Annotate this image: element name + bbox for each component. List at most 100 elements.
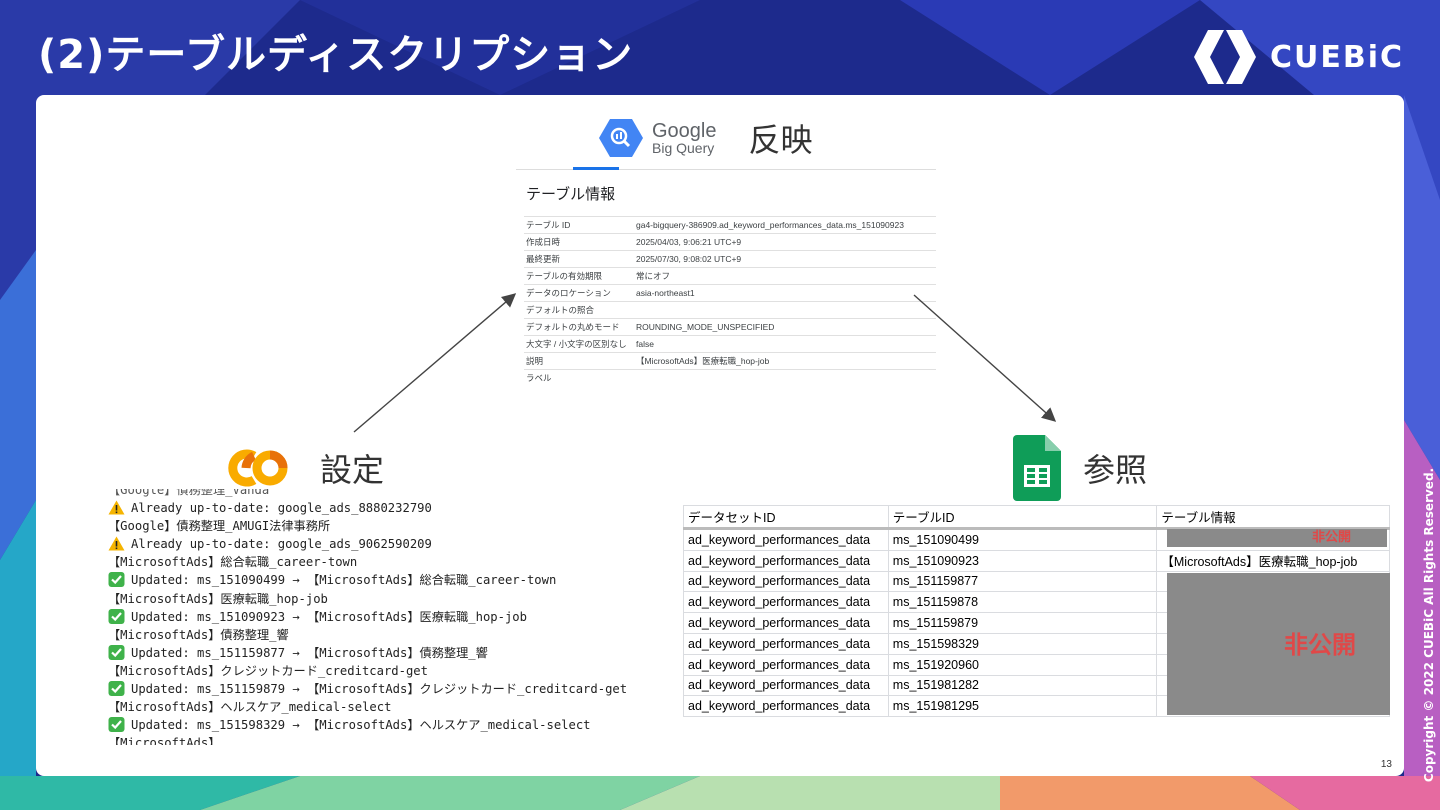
copyright-notice: Copyright © 2022 CUEBiC All Rights Reser… (1421, 468, 1437, 782)
spreadsheet-cell[interactable]: ms_151981295 (887, 695, 1158, 718)
spreadsheet-cell[interactable]: ms_151090499 (887, 528, 1158, 551)
console-line: Updated: ms_151598329 → 【MicrosoftAds】ヘル… (108, 716, 664, 734)
table-info-row: ラベル (524, 369, 936, 386)
table-info-value: 【MicrosoftAds】医療転職_hop-job (634, 352, 936, 370)
console-line: 【MicrosoftAds】 (108, 734, 664, 745)
console-line: 【MicrosoftAds】債務整理_響 (108, 626, 664, 644)
check-icon (108, 644, 125, 660)
table-info-key: テーブル ID (524, 216, 634, 234)
bigquery-active-tab-indicator (573, 167, 619, 170)
table-info-value (634, 301, 936, 319)
spreadsheet-header-cell[interactable]: データセットID (683, 505, 889, 530)
console-line-partial: 【Google】債務整理_Vanda (108, 489, 270, 497)
check-icon (108, 717, 125, 733)
sheets-header: 参照 (1013, 435, 1147, 501)
check-icon (108, 681, 125, 697)
spreadsheet-cell[interactable]: ms_151981282 (887, 674, 1158, 697)
console-line-text: Updated: ms_151598329 → 【MicrosoftAds】ヘル… (131, 718, 591, 733)
spreadsheet-cell[interactable]: ad_keyword_performances_data (683, 674, 889, 697)
spreadsheet-cell[interactable]: ad_keyword_performances_data (683, 612, 889, 634)
table-info-key: 最終更新 (524, 250, 634, 268)
table-info-title: テーブル情報 (526, 186, 616, 203)
spreadsheet-cell[interactable]: ms_151159879 (887, 612, 1158, 634)
cuebic-logo-icon (1193, 30, 1256, 84)
spreadsheet-cell[interactable]: ms_151920960 (887, 653, 1158, 676)
spreadsheet-cell[interactable]: ad_keyword_performances_data (683, 528, 889, 551)
cuebic-logo: CUEBiC (1193, 28, 1404, 86)
console-line: Updated: ms_151090923 → 【MicrosoftAds】医療… (108, 608, 664, 626)
table-info-value (634, 369, 936, 386)
slide-title: (2)テーブルディスクリプション (38, 32, 634, 78)
console-line-text: 【Google】債務整理_AMUGI法律事務所 (108, 519, 331, 534)
spreadsheet-cell[interactable]: ms_151090923 (887, 549, 1158, 572)
console-line: 【MicrosoftAds】総合転職_career-town (108, 553, 664, 571)
check-icon (108, 572, 125, 588)
table-info-row: デフォルトの照合 (524, 301, 936, 319)
console-line: Updated: ms_151159877 → 【MicrosoftAds】債務… (108, 644, 664, 662)
table-info-value: ROUNDING_MODE_UNSPECIFIED (634, 318, 936, 336)
console-line-text: Updated: ms_151090923 → 【MicrosoftAds】医療… (131, 609, 527, 624)
spreadsheet-cell[interactable]: ad_keyword_performances_data (683, 632, 889, 655)
table-info-key: 大文字 / 小文字の区別なし (524, 335, 634, 353)
colab-header: 設定 (224, 445, 384, 491)
spreadsheet-cell[interactable]: ad_keyword_performances_data (683, 695, 889, 718)
console-line-text: Already up-to-date: google_ads_888023279… (131, 501, 432, 516)
console-line-text: 【MicrosoftAds】ヘルスケア_medical-select (108, 700, 392, 715)
table-info-value: 2025/04/03, 9:06:21 UTC+9 (634, 233, 936, 251)
spreadsheet-cell[interactable]: ad_keyword_performances_data (683, 570, 889, 593)
table-info-value: false (634, 335, 936, 353)
warning-icon (108, 536, 125, 551)
spreadsheet-cell[interactable]: ad_keyword_performances_data (683, 591, 889, 614)
console-line: Already up-to-date: google_ads_888023279… (108, 499, 664, 517)
spreadsheet-cell[interactable]: 【MicrosoftAds】医療転職_hop-job (1156, 549, 1390, 572)
console-line-text: Updated: ms_151159879 → 【MicrosoftAds】クレ… (131, 682, 628, 697)
console-line: 【MicrosoftAds】医療転職_hop-job (108, 590, 664, 608)
table-info-key: ラベル (524, 369, 634, 386)
spreadsheet-cell[interactable]: ms_151159877 (887, 570, 1158, 593)
copyright-text: Copyright © 2022 CUEBiC All Rights Reser… (1422, 467, 1436, 783)
spreadsheet-cell[interactable]: ms_151598329 (887, 632, 1158, 655)
table-info-key: デフォルトの丸めモード (524, 318, 634, 336)
console-line-text: 【MicrosoftAds】 (108, 736, 221, 745)
bigquery-tab-divider (516, 169, 936, 170)
spreadsheet-header-cell[interactable]: テーブルID (887, 505, 1158, 530)
table-info-key: 作成日時 (524, 233, 634, 251)
console-line-text: Updated: ms_151090499 → 【MicrosoftAds】総合… (131, 573, 557, 588)
bigquery-icon (599, 119, 643, 157)
logo-text: CUEBiC (1269, 39, 1404, 75)
colab-icon (228, 449, 288, 487)
spreadsheet-cell[interactable]: ad_keyword_performances_data (683, 549, 889, 572)
console-line-text: Updated: ms_151159877 → 【MicrosoftAds】債務… (131, 645, 488, 660)
bigquery-label: 反映 (748, 121, 813, 159)
spreadsheet-header-cell[interactable]: テーブル情報 (1156, 505, 1390, 530)
sheets-label: 参照 (1083, 451, 1148, 489)
bigquery-header: Google Big Query 反映 (598, 115, 813, 161)
table-info-row: 説明【MicrosoftAds】医療転職_hop-job (524, 352, 936, 370)
colab-console-output: 【Google】債務整理_Vanda Already up-to-date: g… (108, 489, 664, 745)
console-line: 【MicrosoftAds】ヘルスケア_medical-select (108, 698, 664, 716)
console-line-text: 【MicrosoftAds】クレジットカード_creditcard-get (108, 663, 428, 678)
table-info-value: 2025/07/30, 9:08:02 UTC+9 (634, 250, 936, 268)
table-info-key: データのロケーション (524, 284, 634, 302)
colab-label: 設定 (320, 451, 385, 489)
redacted-label-large: 非公開 (1284, 631, 1356, 659)
console-line: 【MicrosoftAds】クレジットカード_creditcard-get (108, 662, 664, 680)
spreadsheet-cell[interactable]: ad_keyword_performances_data (683, 653, 889, 676)
console-line-text: Already up-to-date: google_ads_906259020… (131, 537, 432, 552)
console-line: Already up-to-date: google_ads_906259020… (108, 535, 664, 553)
console-line-text: 【MicrosoftAds】総合転職_career-town (108, 555, 358, 570)
spreadsheet-cell[interactable]: ms_151159878 (887, 591, 1158, 614)
table-info-key: 説明 (524, 352, 634, 370)
table-info-key: デフォルトの照合 (524, 301, 634, 319)
